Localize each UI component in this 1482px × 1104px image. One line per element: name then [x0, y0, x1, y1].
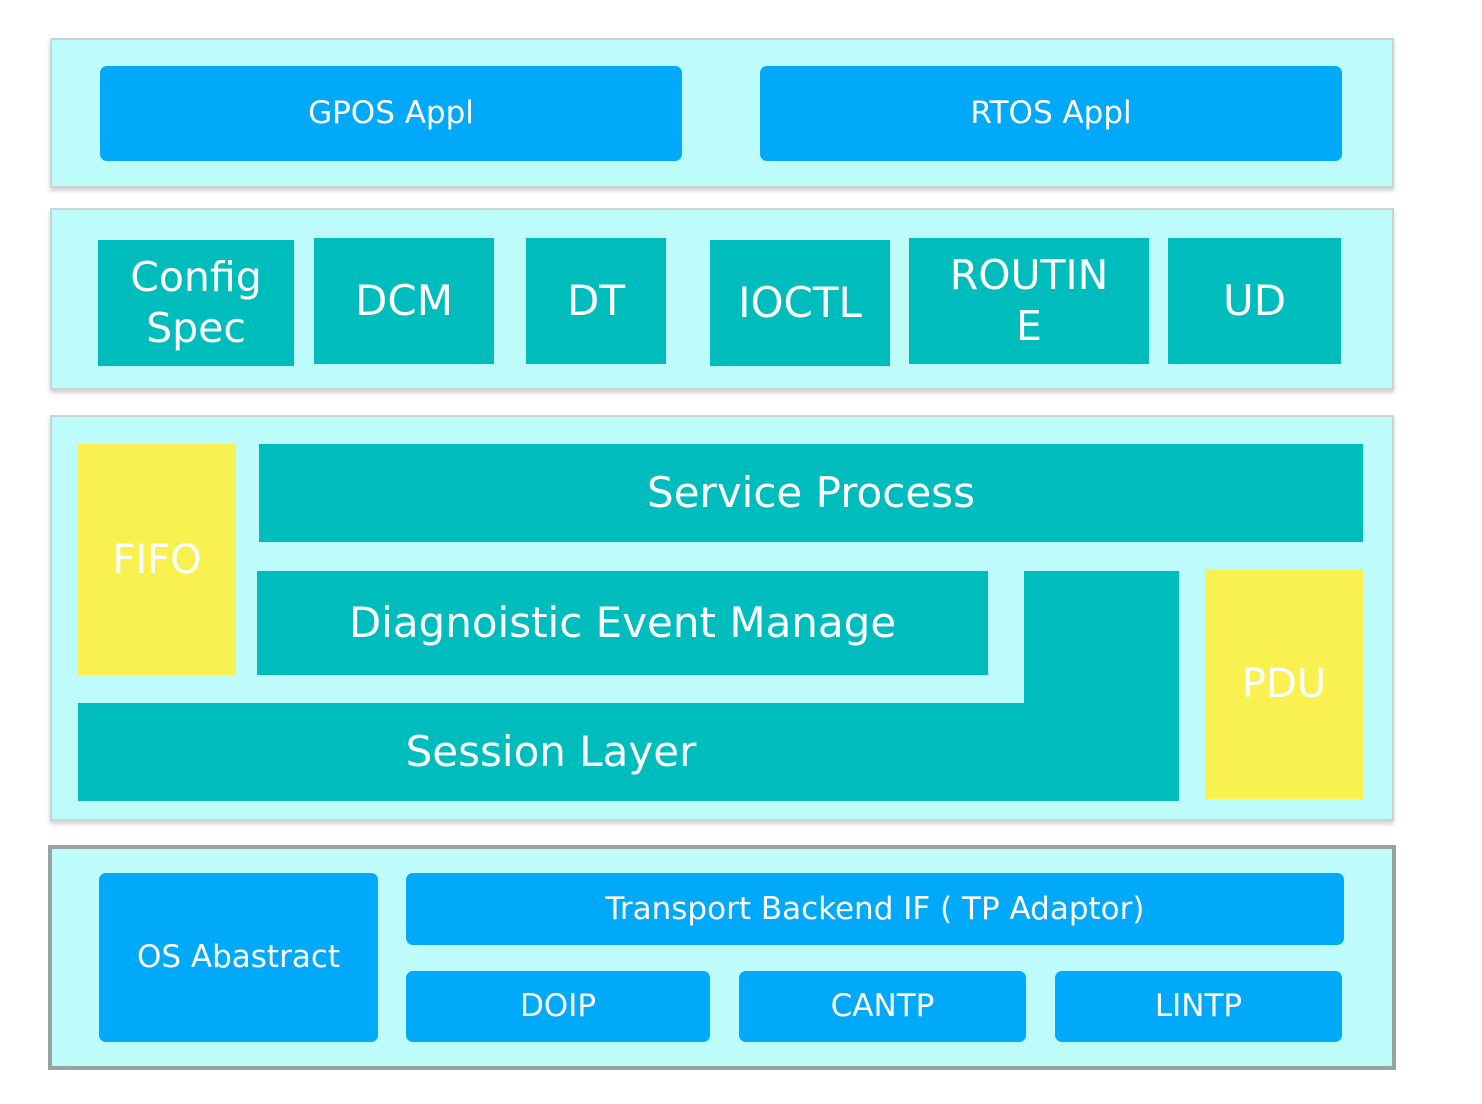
config-spec-label: Config Spec [130, 252, 262, 352]
os-abstract-block: OS Abastract [99, 873, 378, 1042]
dcm-block: DCM [314, 238, 494, 364]
doip-block: DOIP [406, 971, 710, 1042]
gpos-appl-block: GPOS Appl [100, 66, 682, 161]
event-manage-block: Diagnoistic Event Manage [257, 571, 988, 675]
pdu-block: PDU [1205, 569, 1363, 799]
cantp-block: CANTP [739, 971, 1026, 1042]
lintp-block: LINTP [1055, 971, 1342, 1042]
ud-block: UD [1168, 238, 1341, 364]
fifo-block: FIFO [78, 444, 236, 675]
session-layer-block [78, 703, 1179, 801]
dt-block: DT [526, 238, 666, 364]
routine-block: ROUTIN E [909, 238, 1149, 364]
session-layer-label: Session Layer [405, 727, 697, 776]
service-process-block: Service Process [259, 444, 1363, 542]
rtos-appl-block: RTOS Appl [760, 66, 1342, 161]
routine-label: ROUTIN E [949, 250, 1109, 350]
config-spec-block: Config Spec [98, 240, 294, 366]
ioctl-block: IOCTL [710, 240, 890, 366]
transport-backend-block: Transport Backend IF ( TP Adaptor) [406, 873, 1344, 945]
